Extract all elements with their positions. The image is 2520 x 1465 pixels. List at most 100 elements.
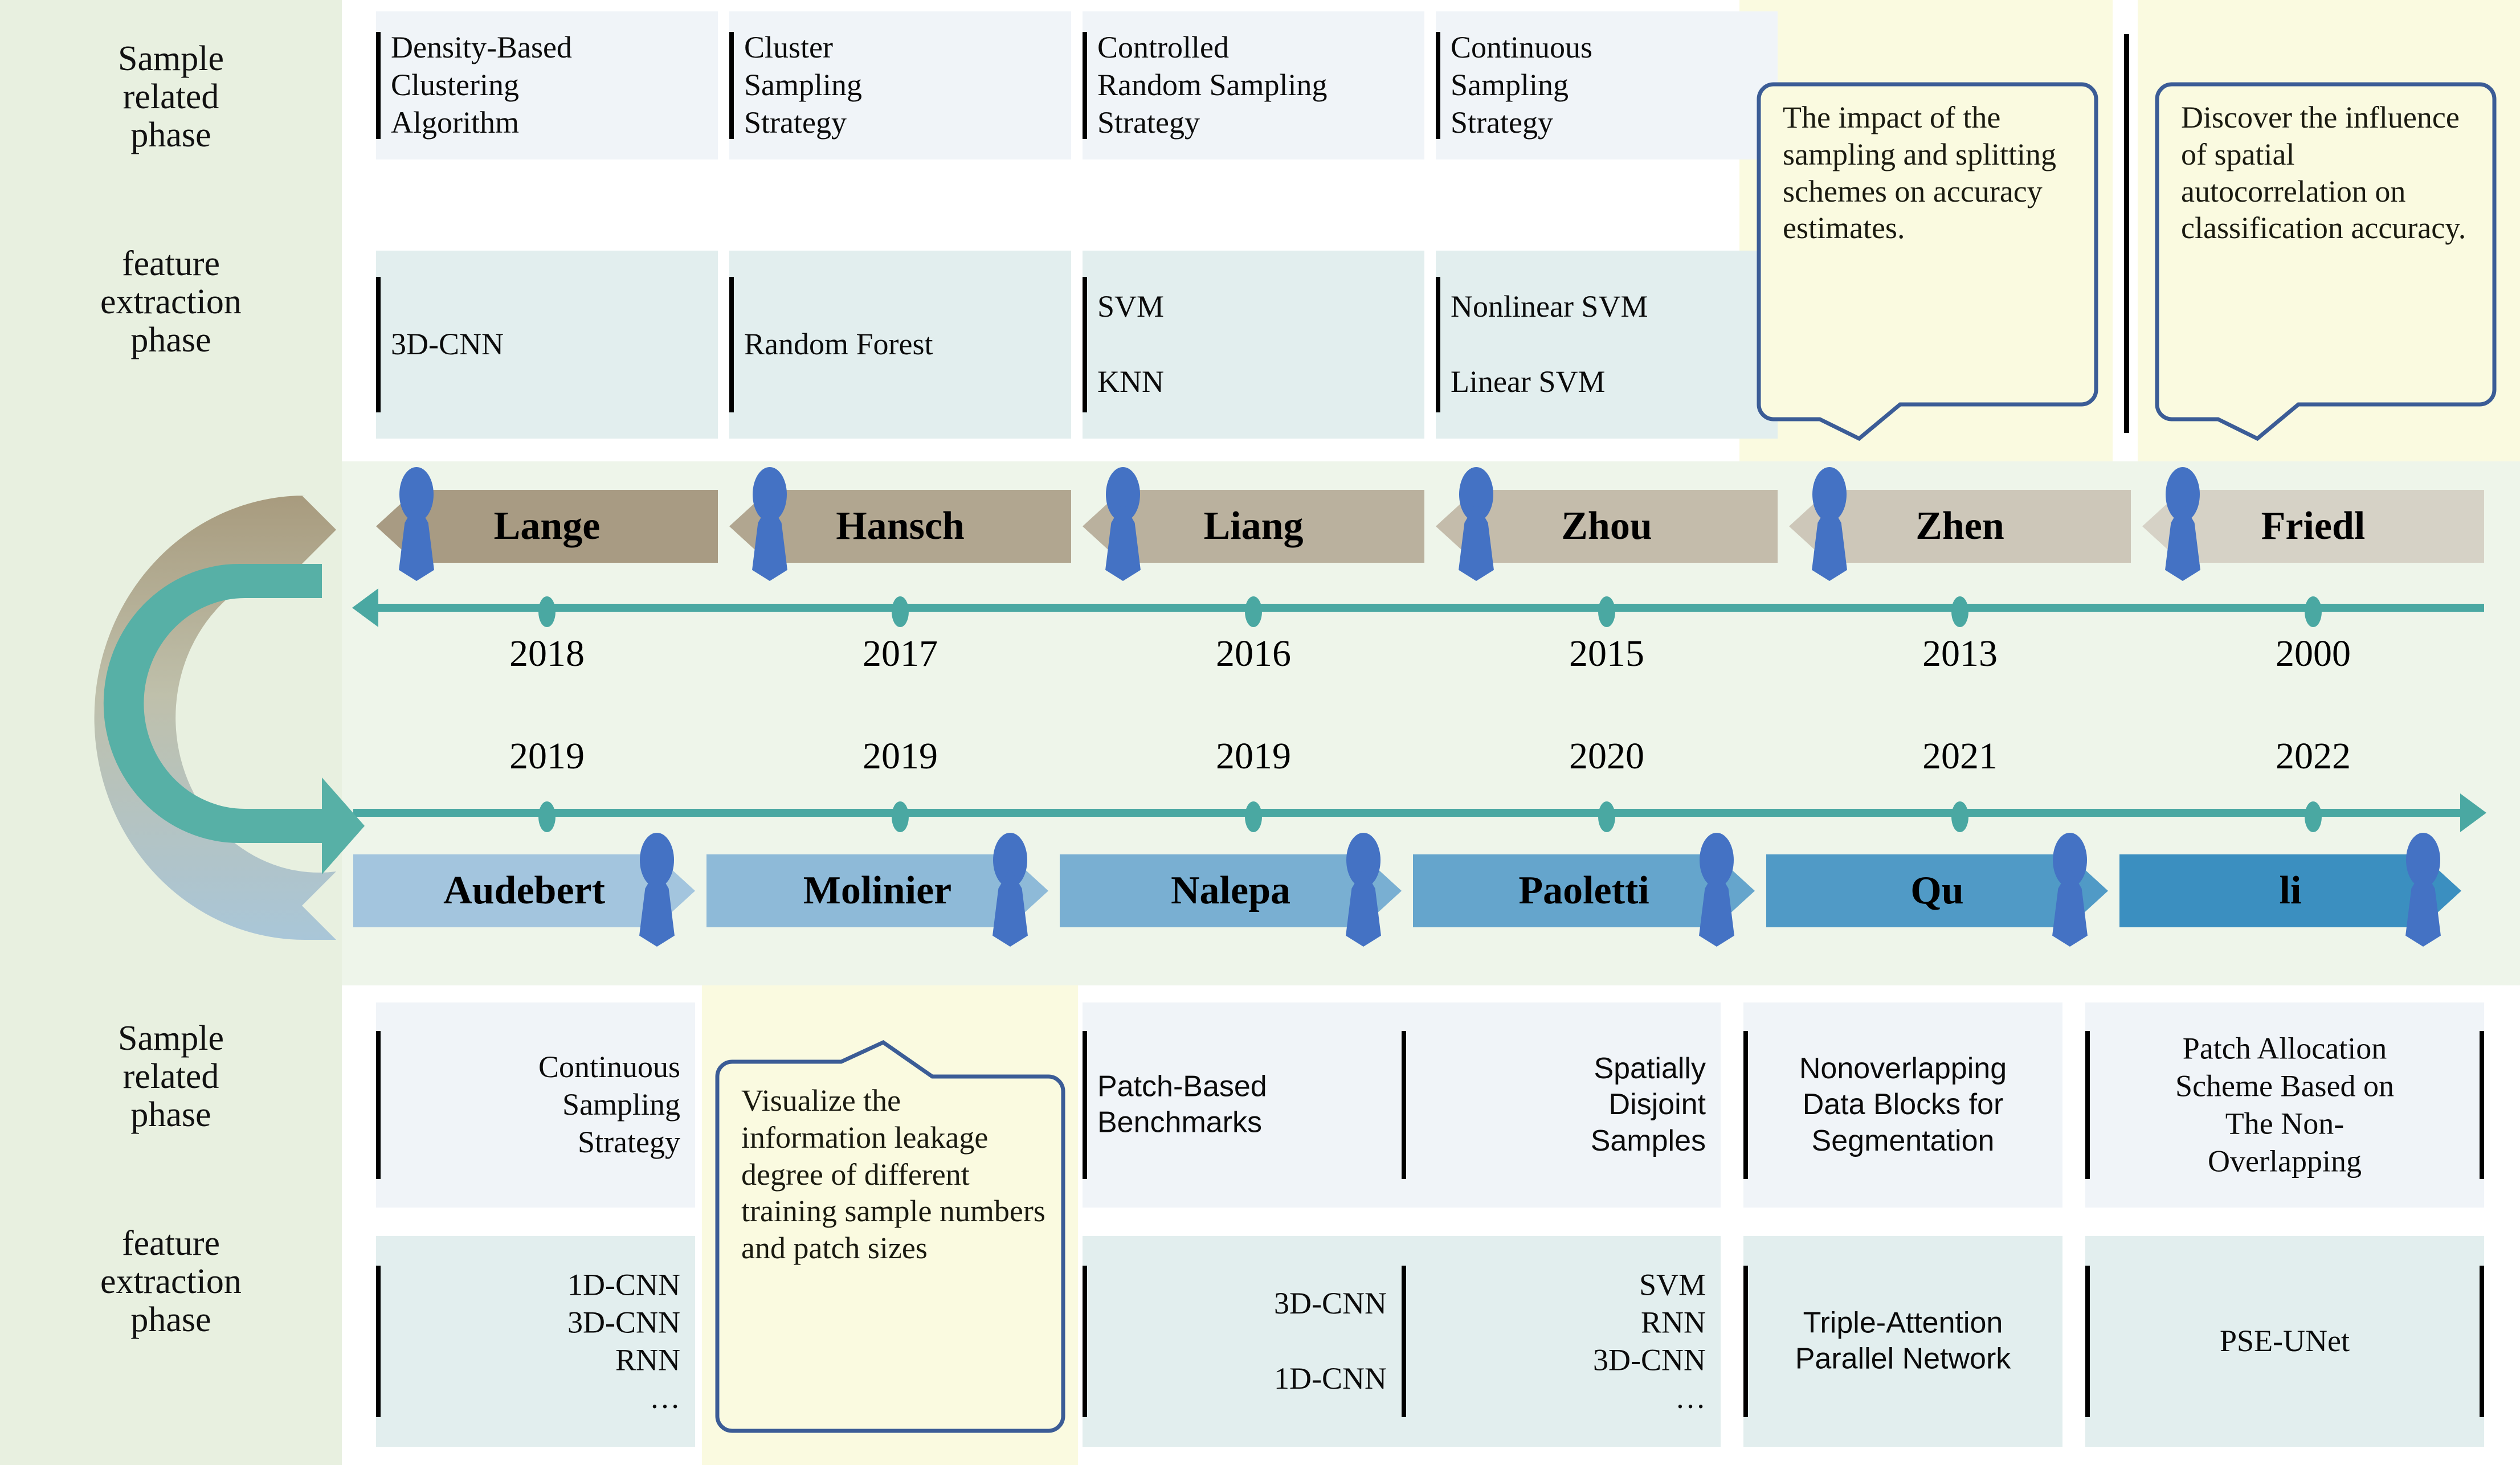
box-line: Continuous xyxy=(538,1050,680,1085)
timeline-tick-bottom xyxy=(1951,801,1968,832)
timeline-tick-bottom xyxy=(892,801,909,832)
timeline-year-bottom: 2021 xyxy=(1922,735,1998,777)
timeline-chevron-bottom[interactable]: Molinier xyxy=(706,854,1048,927)
box-line: Spatially xyxy=(1594,1051,1706,1085)
box-line: Sampling xyxy=(1451,68,1569,103)
feature-box: 3D-CNN 1D-CNN xyxy=(1083,1236,1402,1447)
author-name: Friedl xyxy=(2261,504,2366,548)
timeline-tick-bottom xyxy=(1598,801,1615,832)
box-text: SVM KNN xyxy=(1097,288,1410,401)
box-line: Patch Allocation xyxy=(2182,1031,2387,1066)
box-text: PSE-UNet xyxy=(2100,1323,2469,1360)
timeline-axis-arrow-left xyxy=(352,588,378,627)
timeline-year-top: 2015 xyxy=(1569,633,1644,674)
row-label-line: phase xyxy=(130,1095,211,1134)
author-name: Hansch xyxy=(836,504,965,548)
box-line: Nonoverlapping xyxy=(1799,1051,2007,1085)
timeline-chevron-bottom[interactable]: Nalepa xyxy=(1060,854,1402,927)
timeline-tick-top xyxy=(2305,596,2322,627)
timeline-chevron-bottom[interactable]: Paoletti xyxy=(1413,854,1755,927)
feature-box: Nonlinear SVM Linear SVM xyxy=(1436,251,1778,439)
box-line: Continuous xyxy=(1451,30,1593,65)
timeline-tick-top xyxy=(1598,596,1615,627)
box-accent-bar-right xyxy=(2480,1265,2484,1418)
timeline-tick-top xyxy=(538,596,556,627)
timeline-year-top: 2018 xyxy=(509,633,585,674)
box-line: Controlled xyxy=(1097,30,1229,65)
author-name: Nalepa xyxy=(1171,869,1290,912)
callout-divider-bar xyxy=(2124,34,2129,433)
row-label-line: phase xyxy=(130,1300,211,1339)
box-accent-bar xyxy=(729,277,734,412)
row-label-line: Sample xyxy=(118,39,224,78)
box-line: Overlapping xyxy=(2208,1143,2362,1178)
box-accent-bar xyxy=(1402,1265,1406,1418)
box-accent-bar xyxy=(1436,277,1440,412)
box-line: Strategy xyxy=(1451,105,1553,140)
box-accent-bar xyxy=(2085,1265,2090,1418)
box-accent-bar xyxy=(376,1031,381,1179)
timeline-tick-bottom xyxy=(538,801,556,832)
timeline-chevron-top[interactable]: Zhou xyxy=(1436,490,1778,563)
timeline-tick-bottom xyxy=(2305,801,2322,832)
author-name: li xyxy=(2279,869,2302,912)
box-line: Random Forest xyxy=(744,327,933,362)
timeline-year-bottom: 2019 xyxy=(1216,735,1291,777)
box-line: 3D-CNN xyxy=(391,327,504,362)
author-name: Paoletti xyxy=(1518,869,1649,912)
timeline-year-bottom: 2022 xyxy=(2276,735,2351,777)
box-line: Triple-Attention xyxy=(1803,1306,2003,1340)
callout-shape xyxy=(715,1040,1065,1433)
timeline-chevron-top[interactable]: Zhen xyxy=(1789,490,2131,563)
box-accent-bar xyxy=(1083,277,1087,412)
box-accent-bar xyxy=(376,1265,381,1418)
timeline-tick-top xyxy=(1245,596,1262,627)
row-label-line: Sample xyxy=(118,1019,224,1058)
timeline-year-top: 2016 xyxy=(1216,633,1291,674)
timeline-axis-arrow-right xyxy=(2460,793,2486,832)
box-accent-bar xyxy=(1083,1265,1087,1418)
callout-bubble: Discover the influence of spatial autoco… xyxy=(2155,80,2497,444)
author-name: Zhen xyxy=(1915,504,2004,548)
box-line: 1D-CNN xyxy=(1274,1361,1387,1396)
timeline-chevron-bottom[interactable]: li xyxy=(2119,854,2461,927)
callout-shape xyxy=(1757,82,2098,441)
timeline-tick-bottom xyxy=(1245,801,1262,832)
timeline-chevron-top[interactable]: Lange xyxy=(376,490,718,563)
callout-shape xyxy=(2155,82,2497,441)
box-accent-bar xyxy=(1436,32,1440,139)
box-accent-bar xyxy=(1083,1031,1087,1179)
callout-bubble: The impact of the sampling and splitting… xyxy=(1757,80,2098,444)
box-accent-bar xyxy=(729,32,734,139)
timeline-chevron-bottom[interactable]: Audebert xyxy=(353,854,695,927)
box-accent-bar xyxy=(2085,1031,2090,1179)
box-line: The Non- xyxy=(2225,1106,2345,1140)
timeline-chevron-top[interactable]: Hansch xyxy=(729,490,1071,563)
box-line: Benchmarks xyxy=(1097,1106,1262,1139)
feature-box: SVM KNN xyxy=(1083,251,1424,439)
timeline-tick-top xyxy=(1951,596,1968,627)
timeline-chevron-top[interactable]: Liang xyxy=(1083,490,1424,563)
box-line: Segmentation xyxy=(1811,1124,1995,1157)
box-line: Strategy xyxy=(578,1124,680,1159)
box-line: … xyxy=(650,1380,680,1414)
timeline-chevron-bottom[interactable]: Qu xyxy=(1766,854,2108,927)
box-accent-bar xyxy=(1743,1265,1748,1418)
box-text: 3D-CNN 1D-CNN xyxy=(1097,1285,1387,1398)
box-line: Sampling xyxy=(744,68,863,103)
author-name: Qu xyxy=(1910,869,1964,912)
callout-text: Visualize the information leakage degree… xyxy=(741,1083,1045,1266)
timeline-chevron-top[interactable]: Friedl xyxy=(2142,490,2484,563)
